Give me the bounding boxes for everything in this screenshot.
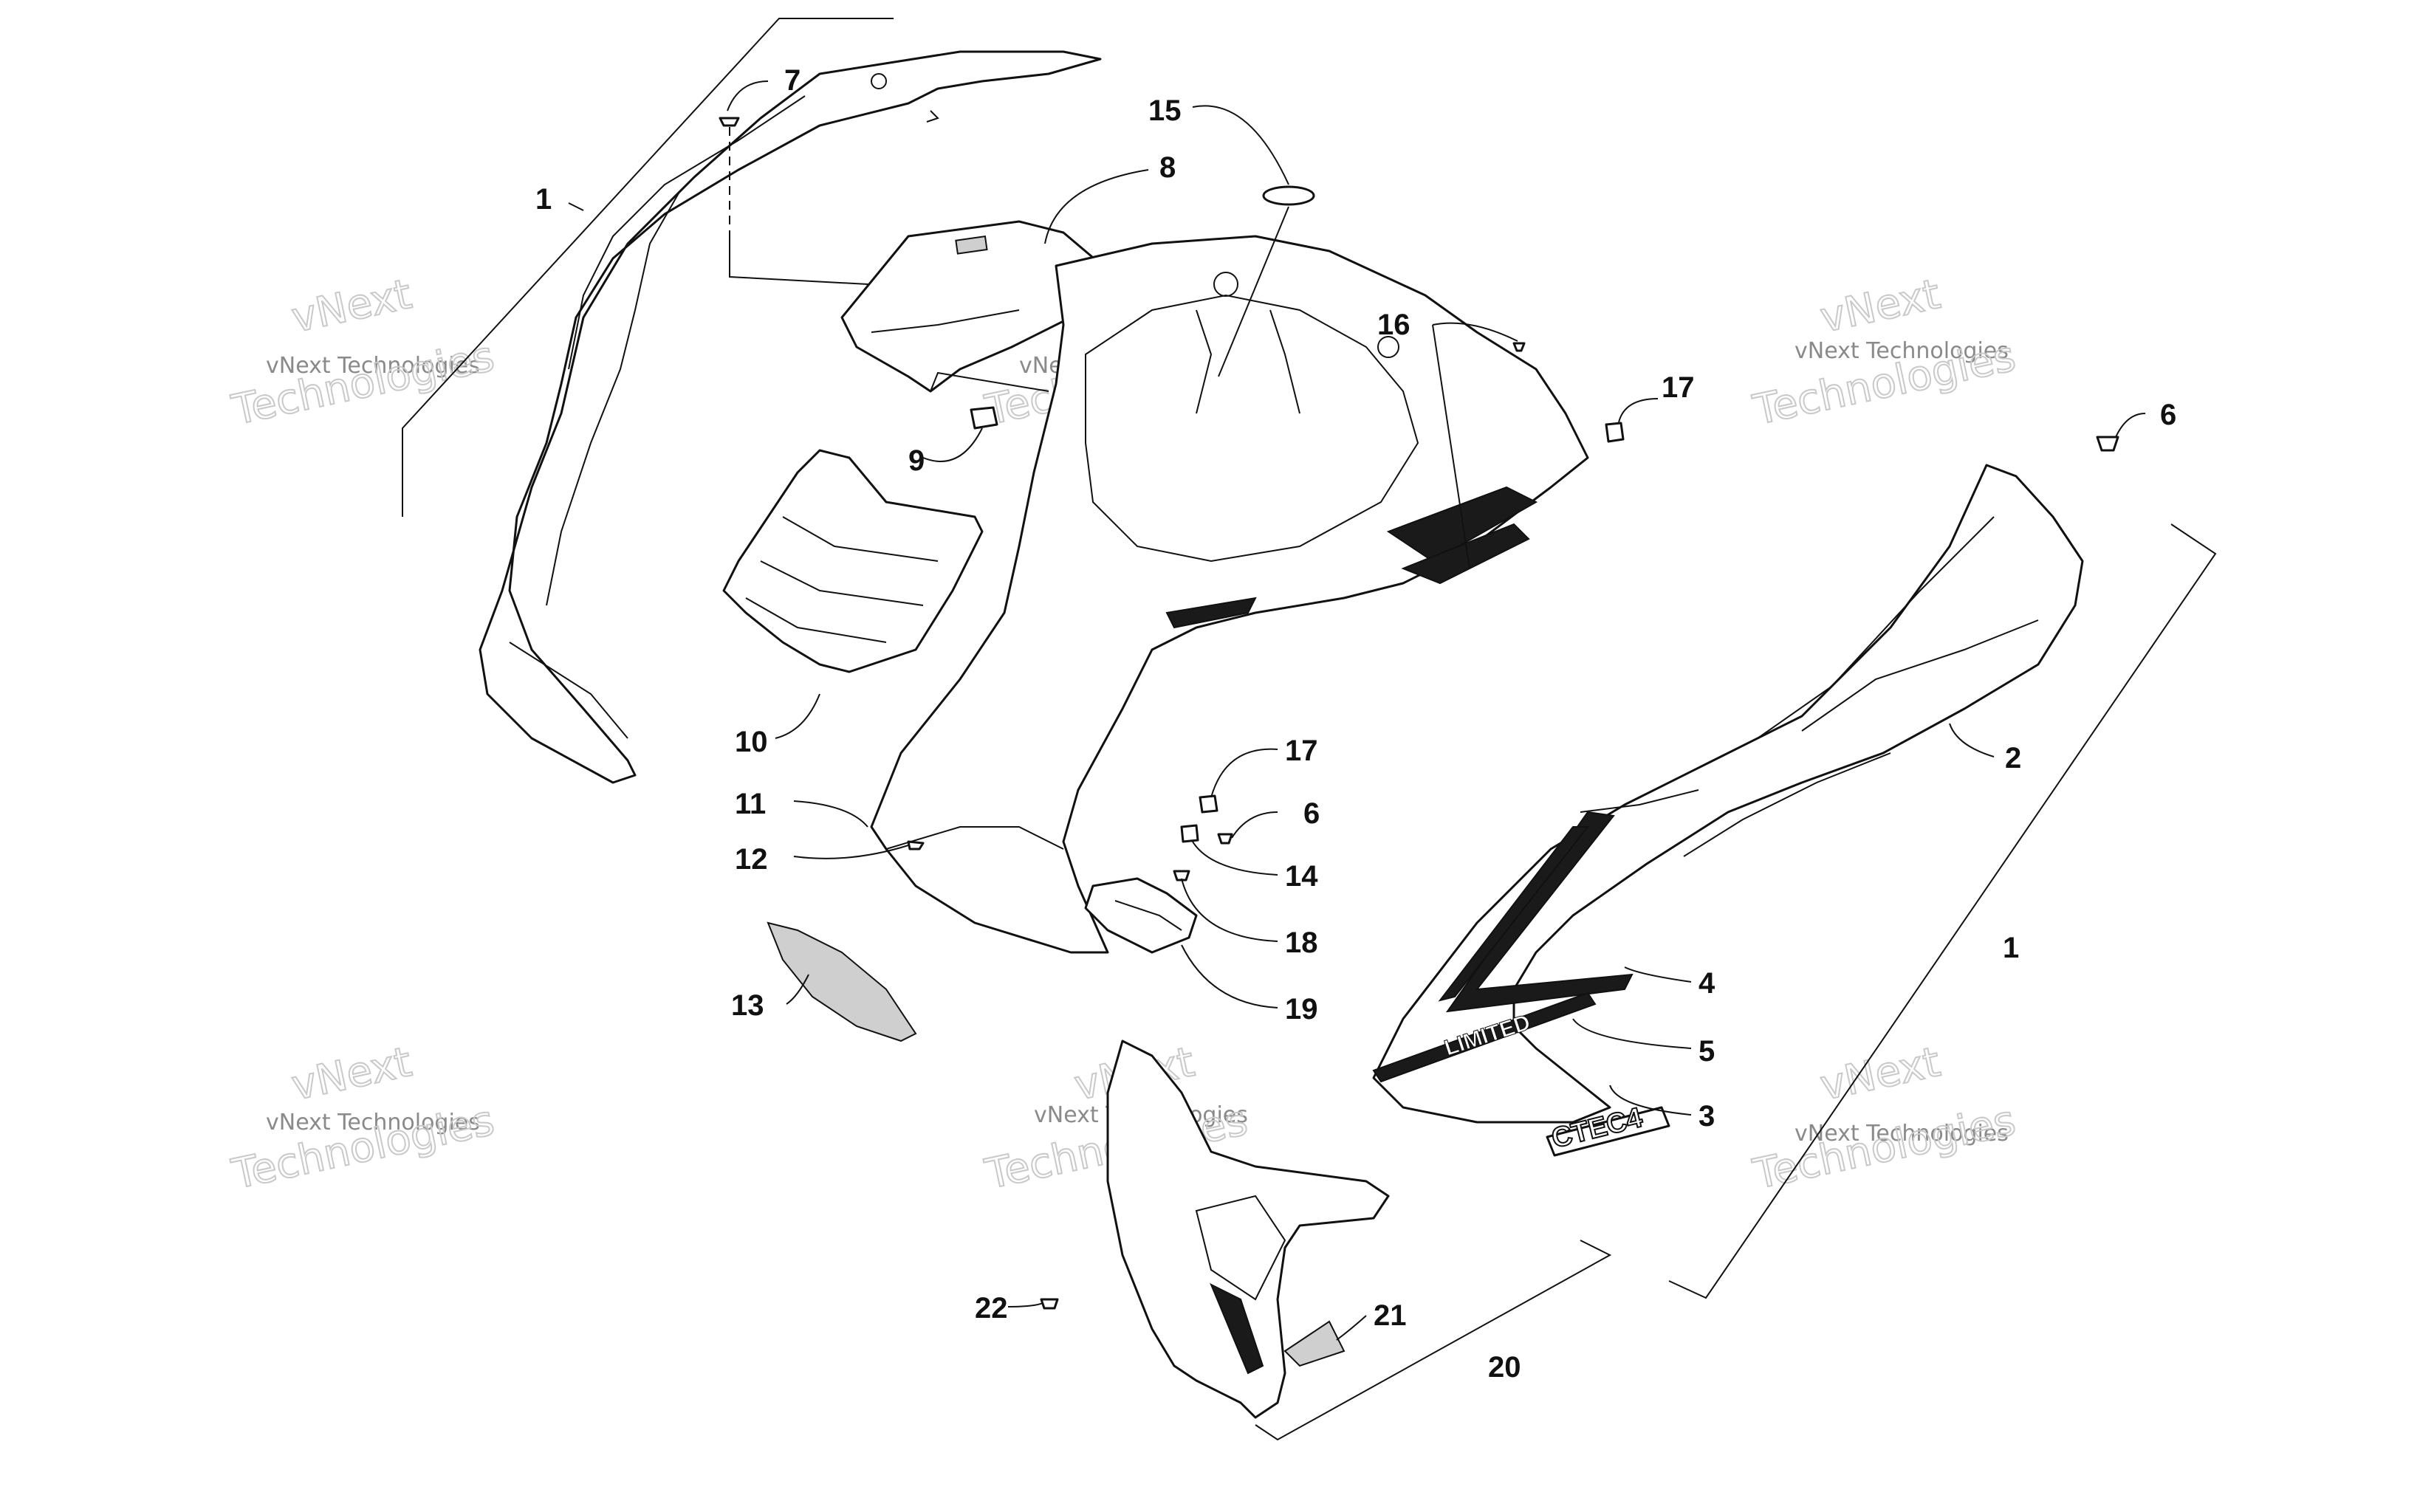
callout-18: 18 [1285, 927, 1318, 959]
svg-text:vNext Technologies: vNext Technologies [266, 1110, 480, 1135]
inner-grille-10 [722, 449, 984, 673]
lower-grille-20 [1106, 1040, 1390, 1419]
clip-14 [1180, 824, 1199, 843]
windshield-plate-8 [840, 220, 1113, 393]
callout-20: 20 [1488, 1351, 1521, 1384]
watermark-top-left: vNext vNext Technologies Technologies [227, 269, 498, 436]
callout-14: 14 [1285, 860, 1318, 893]
svg-text:vNext Technologies: vNext Technologies [1795, 338, 2009, 364]
svg-text:vNext: vNext [287, 1038, 416, 1110]
callout-15: 15 [1148, 94, 1182, 127]
callout-1-right: 1 [2003, 932, 2019, 964]
callout-19: 19 [1285, 993, 1318, 1025]
screw-22 [1040, 1298, 1059, 1310]
callout-1-left: 1 [535, 183, 552, 216]
callout-7: 7 [784, 64, 801, 97]
bracket-part-1-left [402, 18, 894, 517]
bracket-part-20 [1255, 1240, 1612, 1441]
watermark-top-right: vNext vNext Technologies Technologies [1748, 269, 2020, 436]
mesh-screen-13 [767, 921, 917, 1042]
callout-3: 3 [1699, 1100, 1715, 1133]
left-side-panel [479, 50, 1102, 784]
callout-16: 16 [1377, 309, 1410, 341]
callout-6-upper: 6 [2160, 399, 2176, 431]
callout-12: 12 [735, 843, 768, 876]
cap-15 [1262, 185, 1315, 206]
bracket-part-1-right [1668, 523, 2217, 1299]
clip-17-lower [1199, 794, 1218, 814]
callout-21: 21 [1374, 1299, 1407, 1332]
bolt-12 [907, 840, 925, 850]
small-mesh-21 [1283, 1320, 1346, 1367]
latch-19 [1084, 877, 1198, 954]
callout-6-lower: 6 [1303, 797, 1320, 830]
right-side-panel [1372, 464, 2084, 1124]
svg-text:vNext: vNext [1816, 270, 1944, 343]
callout-8: 8 [1159, 151, 1176, 184]
watermark-bottom-left: vNext vNext Technologies Technologies [227, 1037, 498, 1200]
callout-17-lower: 17 [1285, 735, 1318, 767]
svg-text:vNext Technologies: vNext Technologies [266, 353, 480, 379]
clip-17-top [1605, 422, 1625, 443]
callout-11: 11 [735, 788, 766, 820]
callout-4: 4 [1699, 967, 1715, 1000]
screw-6-upper [2096, 436, 2119, 452]
svg-text:vNext: vNext [287, 270, 416, 343]
decal-4 [1438, 811, 1634, 1013]
callout-10: 10 [735, 726, 768, 758]
fastener-16 [1512, 342, 1526, 352]
clip-9 [970, 406, 998, 430]
svg-text:vNext: vNext [1816, 1038, 1944, 1110]
screw-6-lower [1217, 833, 1233, 845]
callout-13: 13 [731, 989, 764, 1022]
callout-labels: 1 7 15 8 16 17 6 9 10 11 12 13 17 6 14 1… [535, 64, 2176, 1384]
callout-2: 2 [2005, 742, 2021, 774]
svg-text:Technologies: Technologies [227, 332, 498, 435]
callout-5: 5 [1699, 1035, 1715, 1068]
bolt-18 [1173, 870, 1190, 882]
svg-text:vNext Technologies: vNext Technologies [1795, 1121, 2009, 1147]
callout-22: 22 [975, 1292, 1008, 1324]
callout-17-top: 17 [1662, 371, 1695, 404]
callout-9: 9 [908, 444, 925, 477]
svg-text:Technologies: Technologies [1749, 1096, 2019, 1199]
leader-lines [568, 80, 2146, 1341]
